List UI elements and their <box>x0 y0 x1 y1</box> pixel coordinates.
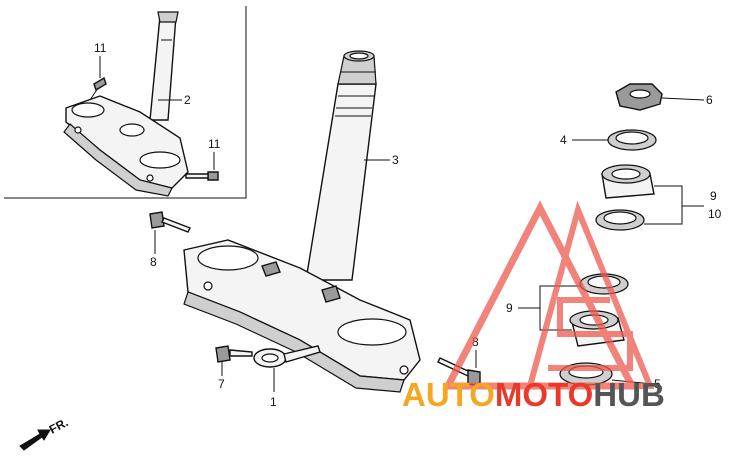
callout-5: 5 <box>654 377 661 391</box>
upper-bearing <box>601 164 655 199</box>
callout-7: 7 <box>218 377 225 391</box>
callout-10: 10 <box>708 207 722 221</box>
inset-frame <box>4 6 247 199</box>
callout-3: 3 <box>392 153 399 167</box>
watermark-text: AUTOMOTOHUB <box>402 376 665 413</box>
watermark-logo <box>442 200 655 390</box>
callout-2: 2 <box>184 93 191 107</box>
front-direction-label: FR. <box>47 415 71 436</box>
stem-lock-nut <box>615 83 663 111</box>
callout-11-top: 11 <box>94 41 107 55</box>
leader-6 <box>661 97 705 101</box>
callout-9-upper: 9 <box>710 189 717 203</box>
callout-8-right: 8 <box>472 335 479 349</box>
watermark-triangle-right <box>526 200 655 389</box>
bolt-8-left <box>149 211 191 233</box>
callout-6: 6 <box>706 93 713 107</box>
hose-clamp <box>253 345 321 368</box>
bottom-bridge <box>183 239 421 393</box>
steering-stem <box>305 50 377 281</box>
leader-9-10-upper <box>644 185 704 225</box>
bolt-7 <box>215 345 253 363</box>
bridge-left-fork-hole <box>197 245 259 271</box>
callout-4: 4 <box>560 133 567 147</box>
bridge-right-fork-hole <box>337 318 407 346</box>
callout-8-left: 8 <box>150 255 157 269</box>
dust-seal <box>607 129 657 151</box>
watermark-text-hub: HUB <box>593 376 665 413</box>
watermark-text-auto: AUTO <box>402 376 495 413</box>
inset-steering-stem-assembly <box>63 11 219 197</box>
watermark-s-shape <box>548 297 633 371</box>
callout-1: 1 <box>270 395 277 409</box>
front-direction-arrow <box>19 429 51 451</box>
upper-bearing-race <box>595 209 645 231</box>
callout-9-lower: 9 <box>506 301 513 315</box>
watermark-text-moto: MOTO <box>495 376 593 413</box>
callout-11-right: 11 <box>208 137 221 151</box>
